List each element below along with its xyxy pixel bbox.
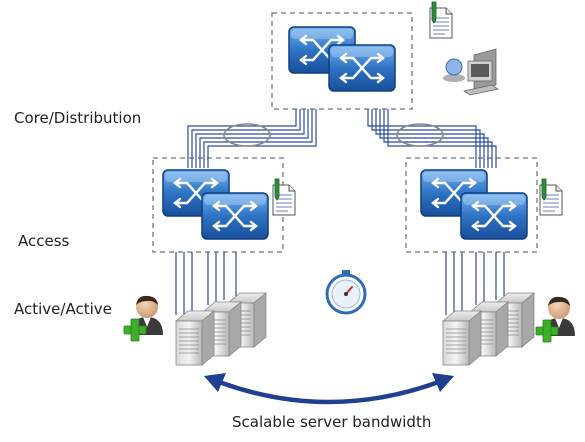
link-aggregation-left bbox=[223, 123, 271, 147]
management-workstation-icon bbox=[443, 48, 500, 96]
stopwatch-icon bbox=[325, 270, 367, 315]
server-links-left bbox=[175, 252, 237, 315]
document-icon-left bbox=[272, 178, 296, 216]
core-switch-2 bbox=[327, 43, 397, 93]
uplink-bundle-right bbox=[367, 109, 497, 168]
core-switch-group bbox=[271, 12, 413, 110]
document-icon-core bbox=[429, 1, 453, 39]
label-scalable-server-bandwidth: Scalable server bandwidth bbox=[232, 413, 432, 431]
user-add-icon-right bbox=[535, 296, 576, 343]
access-switch-right-2 bbox=[459, 191, 529, 241]
access-switch-group-right bbox=[405, 157, 538, 253]
arrow-head-right bbox=[432, 373, 454, 392]
access-switch-group-left bbox=[152, 157, 284, 253]
server-rack-left-1 bbox=[175, 310, 215, 366]
arrow-head-left bbox=[204, 373, 226, 392]
label-access: Access bbox=[18, 232, 70, 250]
server-rack-right-1 bbox=[442, 310, 482, 366]
server-links-right bbox=[445, 252, 505, 315]
user-add-icon-left bbox=[123, 295, 164, 342]
uplink-bundle-left bbox=[187, 109, 317, 168]
document-icon-right bbox=[539, 178, 563, 216]
label-active-active: Active/Active bbox=[14, 300, 112, 318]
access-switch-left-2 bbox=[200, 191, 270, 241]
link-aggregation-right bbox=[396, 123, 444, 147]
label-core-distribution: Core/Distribution bbox=[14, 109, 142, 127]
double-headed-arrow-icon bbox=[211, 377, 447, 405]
